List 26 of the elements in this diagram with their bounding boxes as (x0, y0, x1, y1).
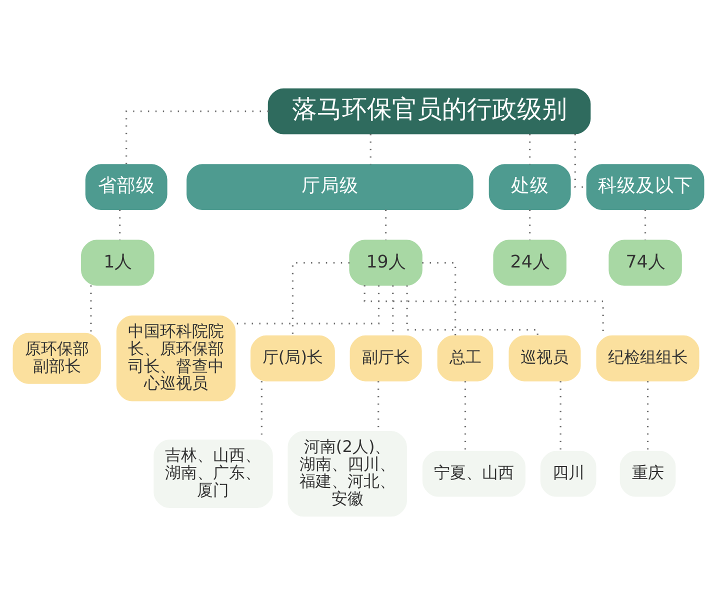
node-box: 24人 (493, 239, 566, 286)
node-box: 厅(局)长 (250, 334, 335, 381)
node-box: 巡视员 (508, 334, 581, 381)
node-box: 落马环保官员的行政级别 (268, 88, 591, 134)
node-box: 19人 (349, 239, 422, 286)
node-box: 总工 (437, 334, 494, 381)
node-box: 科级及以下 (586, 164, 704, 210)
node-box: 宁夏、山西 (422, 450, 526, 496)
node-box: 重庆 (620, 450, 676, 496)
connector (406, 284, 538, 336)
node-box: 74人 (608, 239, 682, 286)
connector (364, 284, 604, 336)
connector (126, 110, 268, 164)
node-box: 省部级 (85, 164, 168, 210)
connector (292, 261, 350, 336)
node-box: 纪检组组长 (596, 334, 700, 381)
node-box: 原环保部副部长 (12, 332, 101, 384)
node-box: 厅局级 (186, 164, 474, 210)
node-box: 中国环科院院长、原环保部司长、督查中心巡视员 (116, 315, 236, 401)
node-box: 副厅长 (350, 334, 422, 381)
connector (235, 284, 380, 324)
node-box: 1人 (81, 239, 154, 286)
node-box: 处级 (488, 164, 571, 210)
node-box: 四川 (540, 450, 596, 496)
connector (422, 261, 456, 336)
connector (90, 284, 92, 334)
